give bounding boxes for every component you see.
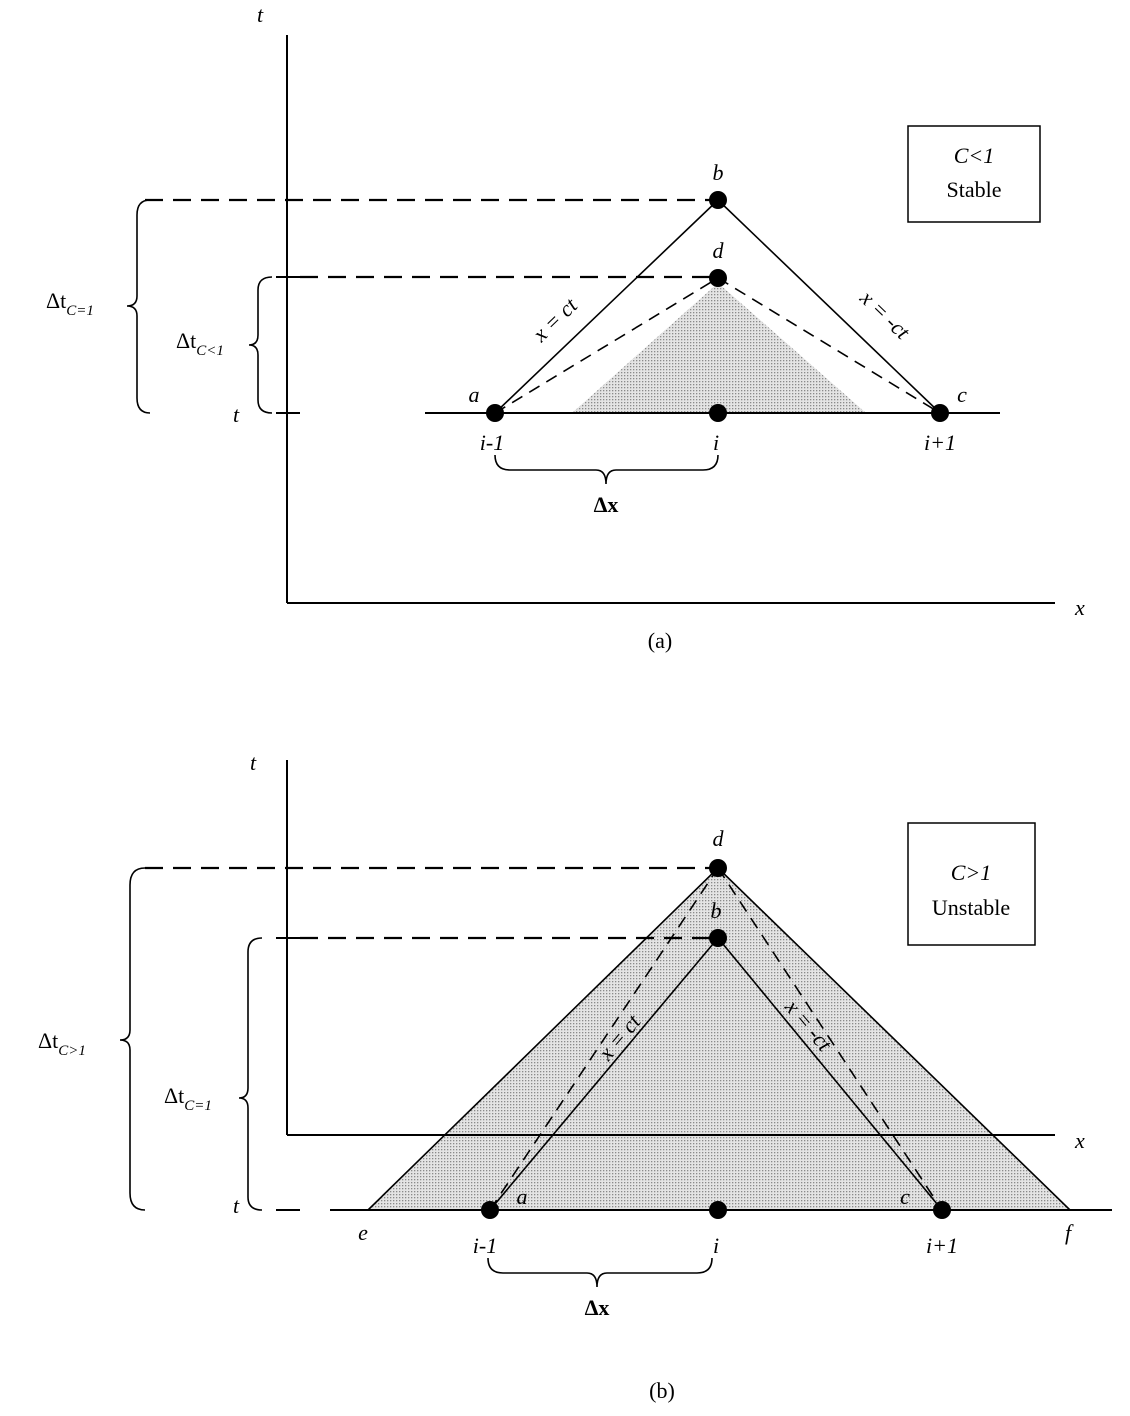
panel-b: C>1 Unstable t x t d b a c e f i-1 i i+1… [38, 750, 1112, 1403]
characteristic-x-ct [489, 937, 719, 1211]
point-b [709, 929, 727, 947]
characteristic-x-minus-ct [717, 199, 941, 414]
condition-box [907, 822, 1036, 946]
panel-a: C<1 Stable t x t b d a c i-1 i i+1 Δx x … [46, 2, 1085, 653]
outer-edge-right [717, 867, 1071, 1211]
point-d [709, 269, 727, 287]
point-a [486, 404, 504, 422]
label-d: d [713, 826, 725, 851]
outer-edge-left [367, 867, 719, 1211]
box-line2: Stable [947, 177, 1002, 202]
label-e: e [358, 1220, 368, 1245]
dx-brace [487, 1257, 713, 1288]
dashed-a-d [489, 867, 719, 1211]
node-i-plus-1: i+1 [926, 1233, 958, 1258]
node-i-plus-1: i+1 [924, 430, 956, 455]
caption-a: (a) [648, 628, 672, 653]
label-b: b [711, 898, 722, 923]
point-a [481, 1201, 499, 1219]
label-a: a [517, 1184, 528, 1209]
node-i: i [713, 430, 719, 455]
label-c: c [957, 382, 967, 407]
domain-of-dependence-shaded [572, 283, 866, 413]
point-i [709, 404, 727, 422]
line-label-x-ct: x = ct [527, 292, 583, 347]
condition-box [907, 125, 1041, 223]
label-f: f [1065, 1220, 1074, 1245]
dashed-d-c [717, 867, 943, 1211]
point-c [933, 1201, 951, 1219]
x-axis-label: x [1074, 595, 1085, 620]
t-tick-label: t [233, 1193, 240, 1218]
box-line1: C<1 [954, 143, 995, 168]
t-axis-label: t [250, 750, 257, 775]
characteristic-x-minus-ct [717, 937, 943, 1211]
dx-brace [494, 454, 719, 485]
characteristic-x-ct [494, 199, 719, 414]
label-c: c [900, 1184, 910, 1209]
big-brace-label: ΔtC=1 [46, 288, 94, 319]
point-d [709, 859, 727, 877]
t-axis-label: t [257, 2, 264, 27]
big-brace [126, 199, 151, 414]
line-label-x-minus-ct: x = -ct [855, 284, 916, 344]
point-b [709, 191, 727, 209]
t-tick-label: t [233, 402, 240, 427]
box-line1: C>1 [951, 860, 992, 885]
small-brace [248, 276, 273, 414]
node-i: i [713, 1233, 719, 1258]
node-i-minus-1: i-1 [480, 430, 504, 455]
x-axis-label: x [1074, 1128, 1085, 1153]
numerical-domain-shaded [368, 868, 1070, 1210]
dx-label: Δx [585, 1295, 610, 1320]
big-brace [119, 867, 146, 1211]
label-a: a [469, 382, 480, 407]
label-d: d [713, 238, 725, 263]
small-brace-label: ΔtC=1 [164, 1083, 212, 1114]
dashed-d-c [717, 277, 941, 414]
big-brace-label: ΔtC>1 [38, 1028, 86, 1059]
small-brace-label: ΔtC<1 [176, 328, 224, 359]
box-line2: Unstable [932, 895, 1010, 920]
dashed-a-d [494, 277, 719, 414]
small-brace [238, 937, 263, 1211]
label-b: b [713, 160, 724, 185]
point-c [931, 404, 949, 422]
point-i [709, 1201, 727, 1219]
dx-label: Δx [594, 492, 619, 517]
caption-b: (b) [649, 1378, 675, 1403]
node-i-minus-1: i-1 [473, 1233, 497, 1258]
